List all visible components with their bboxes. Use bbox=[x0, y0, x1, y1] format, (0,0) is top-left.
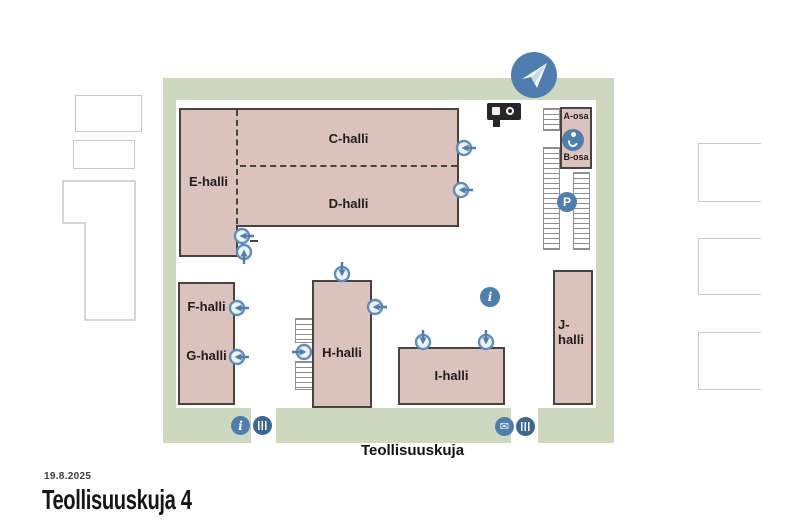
parking-row bbox=[295, 361, 313, 390]
parking-icon: P bbox=[557, 192, 577, 212]
hall-j-building bbox=[553, 270, 593, 405]
gate-icon bbox=[516, 417, 535, 436]
hall-label-a: A-osa bbox=[563, 111, 589, 121]
entrance-icon bbox=[235, 243, 253, 264]
hall-label-e: E-halli bbox=[188, 174, 228, 189]
navigation-icon bbox=[511, 52, 557, 98]
parking-row bbox=[295, 318, 313, 343]
entrance-icon bbox=[228, 299, 249, 317]
parking-row bbox=[543, 108, 560, 131]
yard-strip-right bbox=[596, 78, 614, 443]
entrance-icon bbox=[228, 348, 249, 366]
neighbor-building bbox=[698, 143, 761, 202]
mail-icon: ✉ bbox=[495, 417, 514, 436]
hall-label-j: J-halli bbox=[558, 317, 585, 347]
page-title: Teollisuuskuja 4 bbox=[42, 484, 192, 515]
neighbor-building bbox=[698, 238, 761, 295]
parking-row bbox=[573, 172, 590, 250]
yard-strip-bottom-middle bbox=[276, 408, 511, 443]
accessibility-wheel bbox=[566, 135, 580, 149]
hall-label-i: I-halli bbox=[434, 368, 469, 383]
gate-stripes bbox=[258, 421, 267, 430]
accessibility-head bbox=[571, 132, 576, 137]
neighbor-building bbox=[698, 332, 761, 390]
entrance-icon bbox=[292, 343, 313, 361]
gate-icon bbox=[253, 416, 272, 435]
sign-panel bbox=[492, 107, 500, 115]
neighbor-building bbox=[75, 95, 142, 132]
hall-label-f: F-halli bbox=[187, 299, 226, 314]
hall-label-g: G-halli bbox=[186, 348, 227, 363]
street-name: Teollisuuskuja bbox=[360, 442, 465, 459]
hall-e-building bbox=[179, 108, 238, 257]
yard-strip-left bbox=[163, 78, 176, 443]
entrance-icon bbox=[233, 227, 254, 245]
info-board-icon bbox=[487, 103, 521, 120]
hall-label-c: C-halli bbox=[328, 131, 369, 146]
paper-plane-icon bbox=[522, 63, 547, 88]
gate-stripes bbox=[521, 422, 530, 431]
sign-symbol bbox=[506, 107, 514, 115]
info-icon: i bbox=[231, 416, 250, 435]
yard-strip-bottom-right bbox=[538, 408, 614, 443]
wall-tick bbox=[250, 240, 258, 242]
hall-i-building bbox=[398, 347, 505, 405]
neighbor-building bbox=[62, 180, 136, 321]
hall-label-b: B-osa bbox=[563, 152, 589, 162]
hall-label-d: D-halli bbox=[328, 196, 369, 211]
map-date: 19.8.2025 bbox=[44, 471, 92, 482]
yard-strip-top bbox=[163, 78, 614, 100]
building-join bbox=[236, 110, 240, 225]
section-divider bbox=[236, 110, 238, 234]
neighbor-building bbox=[73, 140, 135, 169]
hall-h-building bbox=[312, 280, 372, 408]
hall-label-h: H-halli bbox=[322, 345, 362, 360]
entrance-icon bbox=[333, 262, 351, 283]
hall-fg-building bbox=[178, 282, 235, 405]
info-board-leg bbox=[493, 120, 500, 127]
entrance-icon bbox=[477, 330, 495, 351]
entrance-icon bbox=[455, 139, 476, 157]
section-divider bbox=[240, 165, 457, 167]
entrance-icon bbox=[414, 330, 432, 351]
info-icon: i bbox=[480, 287, 500, 307]
entrance-icon bbox=[452, 181, 473, 199]
accessibility-icon bbox=[562, 129, 584, 151]
entrance-icon bbox=[366, 298, 387, 316]
